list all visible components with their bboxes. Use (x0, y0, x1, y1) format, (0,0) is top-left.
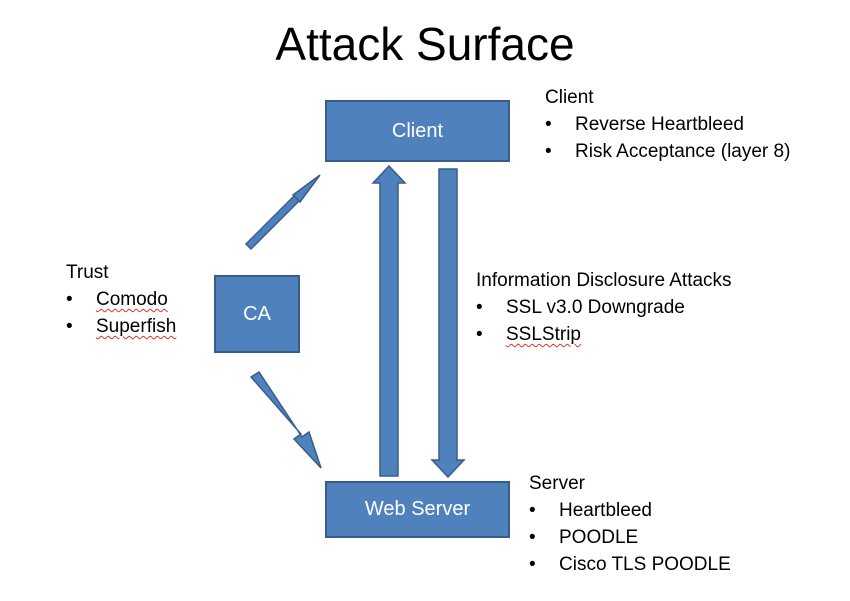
list-item: Cisco TLS POODLE (529, 551, 731, 578)
list-item: SSL v3.0 Downgrade (476, 294, 732, 321)
diagram-title: Attack Surface (275, 18, 575, 70)
list-item: Reverse Heartbleed (545, 111, 790, 138)
arrow-ca-to-webserver (249, 370, 322, 469)
webserver-node: Web Server (325, 481, 510, 538)
client-node: Client (325, 100, 510, 162)
client-notes: Client Reverse Heartbleed Risk Acceptanc… (545, 84, 790, 165)
ca-node-label: CA (243, 302, 271, 325)
server-notes-heading: Server (529, 473, 585, 494)
list-item: Risk Acceptance (layer 8) (545, 138, 790, 165)
list-item: Superfish (66, 313, 176, 340)
arrow-client-to-webserver (430, 168, 466, 479)
client-notes-heading: Client (545, 87, 594, 108)
trust-notes-heading: Trust (66, 262, 109, 283)
info-notes-heading: Information Disclosure Attacks (476, 270, 732, 291)
arrow-ca-to-client (244, 174, 321, 251)
list-item: POODLE (529, 524, 731, 551)
client-node-label: Client (391, 119, 444, 142)
ca-node: CA (214, 275, 300, 353)
list-item: Comodo (66, 286, 176, 313)
server-notes: Server Heartbleed POODLE Cisco TLS POODL… (529, 470, 731, 578)
arrow-webserver-to-client (371, 164, 407, 477)
info-disclosure-notes: Information Disclosure Attacks SSL v3.0 … (476, 267, 732, 348)
webserver-node-label: Web Server (364, 498, 471, 520)
list-item: SSLStrip (476, 321, 732, 348)
trust-notes: Trust Comodo Superfish (66, 259, 176, 340)
list-item: Heartbleed (529, 497, 731, 524)
